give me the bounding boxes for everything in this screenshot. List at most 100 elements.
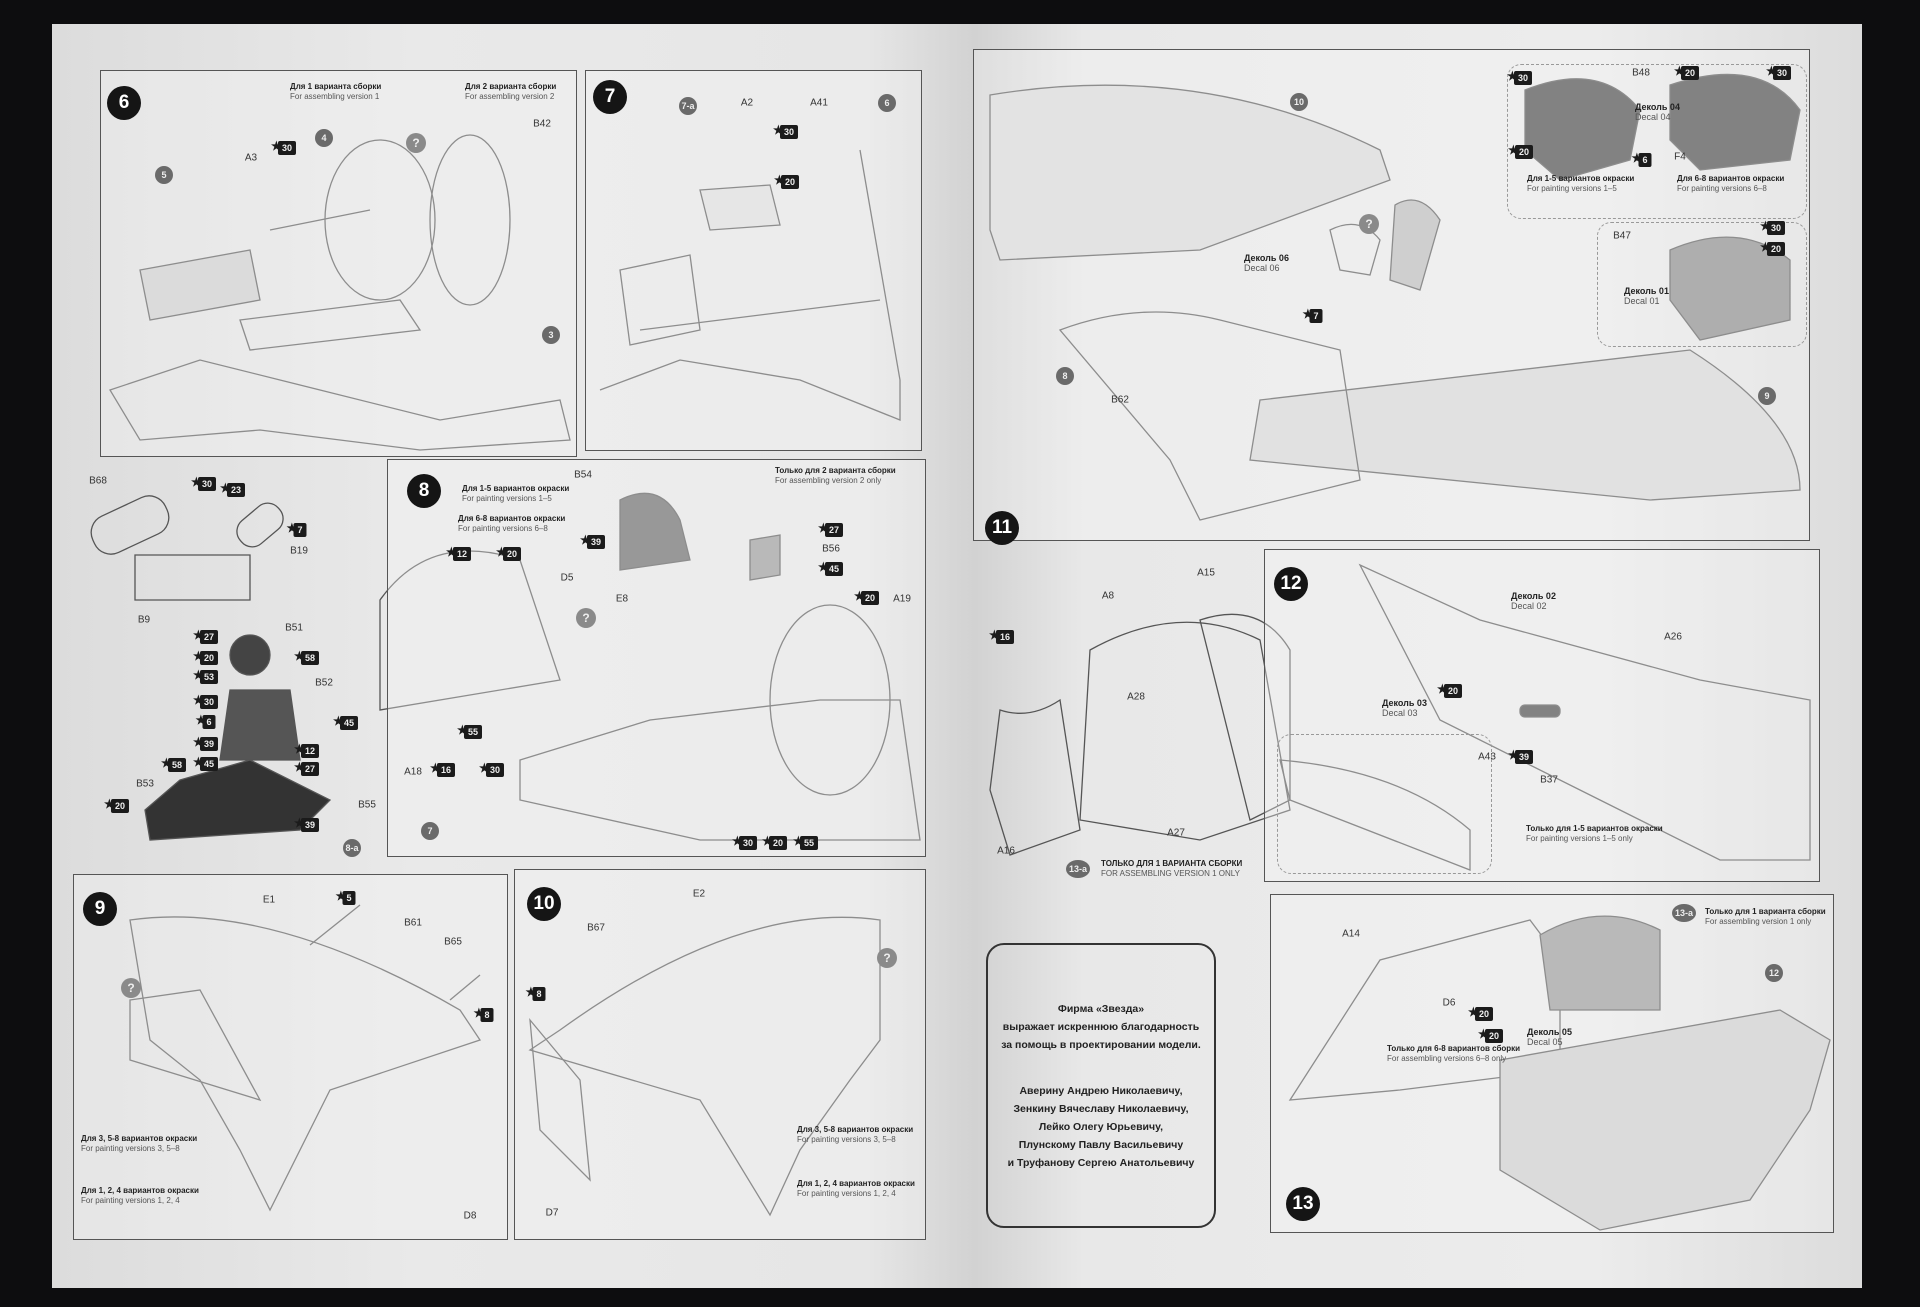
part-label: B19 (290, 545, 308, 557)
thanks-name: и Труфанову Сергею Анатольевичу (1007, 1157, 1195, 1169)
part-label: D6 (1442, 997, 1456, 1009)
paint-code-badge: 20 (1437, 682, 1463, 698)
part-label: B55 (358, 799, 376, 811)
paint-code-badge: 8 (525, 985, 546, 1001)
ref-circle: 12 (1765, 964, 1783, 982)
part-label: A26 (1664, 631, 1682, 643)
ref-circle: 4 (315, 129, 333, 147)
thanks-line: Фирма «Звезда» (1057, 1003, 1145, 1015)
part-label: B65 (444, 936, 462, 948)
paint-code-badge: 20 (193, 649, 219, 665)
help-question-icon: ? (576, 608, 596, 628)
paint-code-badge: 30 (1507, 69, 1533, 85)
paint-code-badge: 20 (854, 589, 880, 605)
paint-code-badge: 30 (1766, 64, 1792, 80)
step-number: 7 (593, 80, 627, 114)
paint-code-badge: 20 (1508, 143, 1534, 159)
ref-badge: 7-а (679, 97, 697, 115)
part-label: A8 (1101, 590, 1115, 602)
paint-code-badge: 55 (793, 834, 819, 850)
part-label: D8 (463, 1210, 477, 1222)
part-label: B62 (1111, 394, 1129, 406)
paint-code-badge: 5 (335, 889, 356, 905)
helmet-detail-box (1507, 64, 1807, 219)
part-label: B53 (136, 778, 154, 790)
paint-code-badge: 27 (294, 760, 320, 776)
step-12-detail-box (1277, 734, 1492, 874)
part-label: B47 (1613, 230, 1631, 242)
part-label: B52 (315, 677, 333, 689)
paint-code-badge: 20 (1468, 1005, 1494, 1021)
part-label: B61 (404, 917, 422, 929)
ref-circle: 3 (542, 326, 560, 344)
step-13-panel (1270, 894, 1834, 1233)
ref-badge: 13-а (1672, 904, 1696, 922)
paint-code-badge: 30 (732, 834, 758, 850)
paint-code-badge: 23 (220, 481, 246, 497)
ref-circle: 8 (1056, 367, 1074, 385)
paint-code-badge: 20 (104, 797, 130, 813)
paint-code-badge: 20 (1478, 1027, 1504, 1043)
paint-code-badge: 45 (818, 560, 844, 576)
paint-code-badge: 58 (161, 756, 187, 772)
part-label: A41 (810, 97, 828, 109)
ref-circle: 5 (155, 166, 173, 184)
part-label: E2 (692, 888, 706, 900)
part-label: B48 (1632, 67, 1650, 79)
part-label: A3 (244, 152, 258, 164)
ref-circle: 6 (878, 94, 896, 112)
paint-code-badge: 20 (1760, 240, 1786, 256)
step-7-panel (585, 70, 922, 451)
paint-code-badge: 45 (193, 755, 219, 771)
part-label: A27 (1167, 827, 1185, 839)
part-label: E1 (262, 894, 276, 906)
part-label: A28 (1127, 691, 1145, 703)
part-label: B37 (1540, 774, 1558, 786)
instruction-booklet-spread: Фирма «Звезда» выражает искреннюю благод… (52, 24, 1862, 1288)
paint-code-badge: 12 (294, 742, 320, 758)
thanks-name: Зенкину Вячеславу Николаевичу, (1013, 1103, 1189, 1115)
thanks-name: Плунскому Павлу Васильевичу (1018, 1139, 1184, 1151)
part-label: E8 (615, 593, 629, 605)
ref-circle: 10 (1290, 93, 1308, 111)
paint-code-badge: 27 (193, 628, 219, 644)
paint-code-badge: 53 (193, 668, 219, 684)
help-question-icon: ? (1359, 214, 1379, 234)
help-question-icon: ? (406, 133, 426, 153)
help-question-icon: ? (877, 948, 897, 968)
paint-code-badge: 39 (1508, 748, 1534, 764)
step-number: 10 (527, 887, 561, 921)
paint-code-badge: 20 (1674, 64, 1700, 80)
paint-code-badge: 7 (286, 521, 307, 537)
step-6-panel (100, 70, 577, 457)
step-number: 12 (1274, 567, 1308, 601)
paint-code-badge: 55 (457, 723, 483, 739)
thanks-line: выражает искреннюю благодарность (1002, 1021, 1200, 1033)
paint-code-badge: 39 (193, 735, 219, 751)
part-label: A14 (1342, 928, 1360, 940)
step-11-panel (973, 49, 1810, 541)
part-label: D5 (560, 572, 574, 584)
paint-code-badge: 6 (195, 713, 216, 729)
part-label: A16 (997, 845, 1015, 857)
step-12-panel (1264, 549, 1820, 882)
part-label: A18 (404, 766, 422, 778)
part-label: A19 (893, 593, 911, 605)
step-number: 11 (985, 511, 1019, 545)
part-label: B54 (574, 469, 592, 481)
paint-code-badge: 45 (333, 714, 359, 730)
